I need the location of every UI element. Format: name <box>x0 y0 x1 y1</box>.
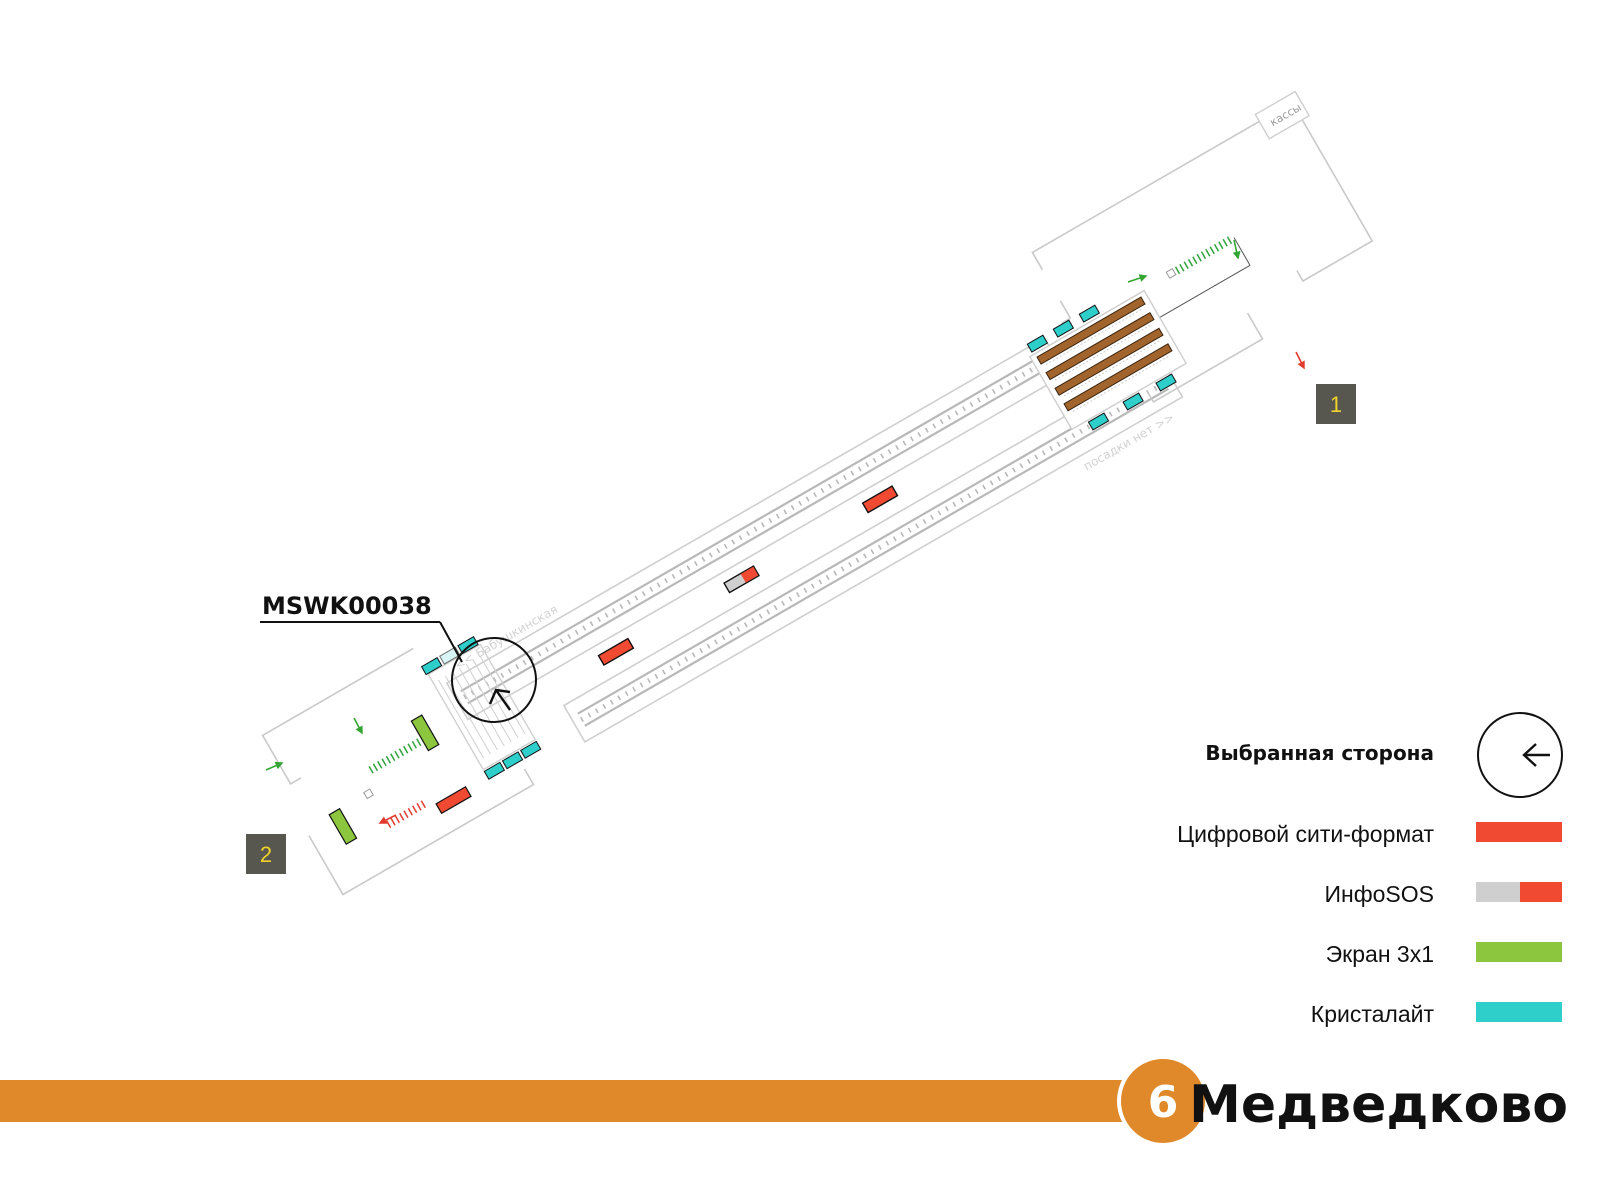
cristalight-panel <box>501 751 524 770</box>
legend-infosos-swatch-gray <box>1476 882 1520 902</box>
footer: 6 Медведково <box>0 1055 1568 1147</box>
booth-icon <box>1165 267 1177 279</box>
cristalight-panel <box>519 740 542 759</box>
station-name: Медведково <box>1189 1075 1568 1135</box>
line-number-badge <box>1117 1055 1209 1147</box>
enter-arrow-icon <box>265 761 284 771</box>
digital-city-format-screen <box>597 637 635 667</box>
legend-digital-city-format-label: Цифровой сити-формат <box>1177 821 1434 847</box>
upper-track <box>460 353 1053 705</box>
cristalight-panel <box>420 657 443 676</box>
digital-city-format-screen <box>861 485 899 514</box>
entrance-2-badge[interactable]: 2 <box>246 834 286 874</box>
east-hall-wall <box>1031 101 1374 324</box>
upper-direction-label: << Бабушкинская <box>452 602 560 672</box>
legend-arrow-left-icon <box>1522 743 1550 767</box>
lower-track <box>577 375 1170 727</box>
entry-turnstiles <box>1174 236 1233 275</box>
legend-infosos-swatch-red <box>1520 882 1562 902</box>
line-number: 6 <box>1148 1077 1179 1128</box>
entrance-1-label: 1 <box>1330 392 1342 417</box>
legend-cristalight-label: Кристалайт <box>1311 1001 1435 1027</box>
legend-selected-side-label: Выбранная сторона <box>1205 741 1434 765</box>
direction-arrow-icon <box>488 688 511 711</box>
legend-screen-3x1-swatch <box>1476 942 1562 962</box>
booth-icon <box>363 788 374 800</box>
ticket-office <box>1254 90 1311 140</box>
east-staircase <box>1026 289 1188 431</box>
metro-line-bar <box>0 1080 1130 1122</box>
handrail <box>1233 237 1251 266</box>
selection-circle <box>451 637 537 723</box>
enter-arrow-icon <box>353 717 363 735</box>
selected-marker[interactable]: MSWK00038 <box>260 592 537 723</box>
legend-infosos-label: ИнфоSOS <box>1324 881 1434 907</box>
legend: Выбранная сторона Цифровой сити-формат И… <box>1177 712 1563 1027</box>
cristalight-panel <box>483 761 506 780</box>
marker-code: MSWK00038 <box>262 592 432 620</box>
infosos-screen-red-part <box>740 566 759 583</box>
entrance-2-label: 2 <box>260 842 272 867</box>
cristalight-panel <box>439 646 461 665</box>
digital-city-format-screen <box>435 786 472 815</box>
legend-screen-3x1-label: Экран 3х1 <box>1326 941 1434 967</box>
handrail <box>1152 264 1251 322</box>
screen-3x1 <box>328 807 358 845</box>
cristalight-panel-selected <box>457 636 479 655</box>
exit-turnstiles <box>386 799 429 829</box>
screen-3x1 <box>410 714 440 752</box>
west-hall-wall <box>308 768 535 896</box>
entrance-1-badge[interactable]: 1 <box>1316 384 1356 424</box>
east-hall-wall <box>1146 312 1264 404</box>
enter-arrow-icon <box>1232 239 1241 260</box>
entry-turnstiles <box>368 737 423 774</box>
exit-arrow-icon <box>1295 351 1305 370</box>
west-hall-wall <box>261 647 414 785</box>
legend-cristalight-swatch <box>1476 1002 1562 1022</box>
legend-selected-side-circle <box>1477 712 1563 798</box>
enter-arrow-icon <box>1127 274 1148 283</box>
legend-digital-city-format-swatch <box>1476 822 1562 842</box>
exit-arrow-icon <box>378 814 397 824</box>
